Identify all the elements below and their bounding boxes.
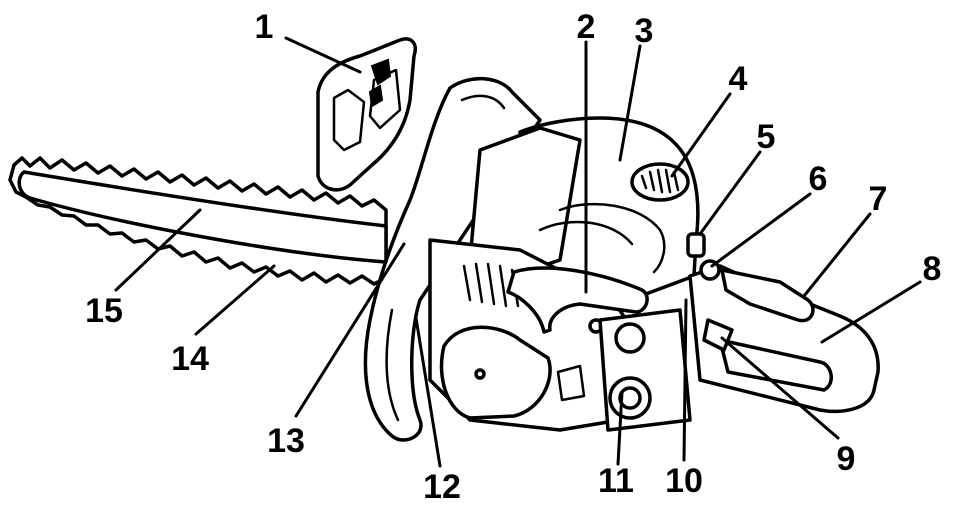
callout-7: 7 <box>869 180 888 218</box>
leader-9 <box>720 336 840 440</box>
callout-4: 4 <box>729 60 748 98</box>
leader-1 <box>284 36 362 74</box>
rear-handle <box>688 264 880 414</box>
callout-numbers: 1 2 3 4 5 6 7 8 9 10 11 12 13 14 15 <box>85 8 941 506</box>
callout-1: 1 <box>255 8 274 46</box>
choke-assembly <box>598 308 692 432</box>
leader-7 <box>802 212 872 298</box>
front-hand-guard <box>316 37 417 192</box>
bar-plate <box>17 170 388 264</box>
leader-3 <box>618 44 642 162</box>
callout-10: 10 <box>665 462 703 500</box>
leader-12 <box>414 316 442 468</box>
callout-12: 12 <box>423 468 461 506</box>
ignition-switch <box>686 232 706 258</box>
callout-2: 2 <box>577 8 596 46</box>
leader-15 <box>114 208 202 292</box>
leader-6 <box>710 192 812 268</box>
callout-15: 15 <box>85 292 123 330</box>
cooling-vents <box>462 262 520 308</box>
leader-5 <box>698 150 762 236</box>
leader-10 <box>682 298 688 462</box>
callout-6: 6 <box>809 160 828 198</box>
callout-11: 11 <box>598 462 634 500</box>
leader-4 <box>670 92 732 178</box>
cap-knob <box>630 162 690 202</box>
leader-8 <box>820 280 922 344</box>
callout-5: 5 <box>757 118 776 156</box>
callout-13: 13 <box>267 422 305 460</box>
leader-11 <box>616 390 624 466</box>
callout-8: 8 <box>923 250 942 288</box>
leader-13 <box>294 242 406 418</box>
callout-3: 3 <box>635 12 654 50</box>
callout-9: 9 <box>837 440 856 478</box>
callout-14: 14 <box>171 340 209 378</box>
leader-lines <box>114 36 922 468</box>
leader-14 <box>194 264 276 336</box>
guide-bar <box>8 156 388 286</box>
